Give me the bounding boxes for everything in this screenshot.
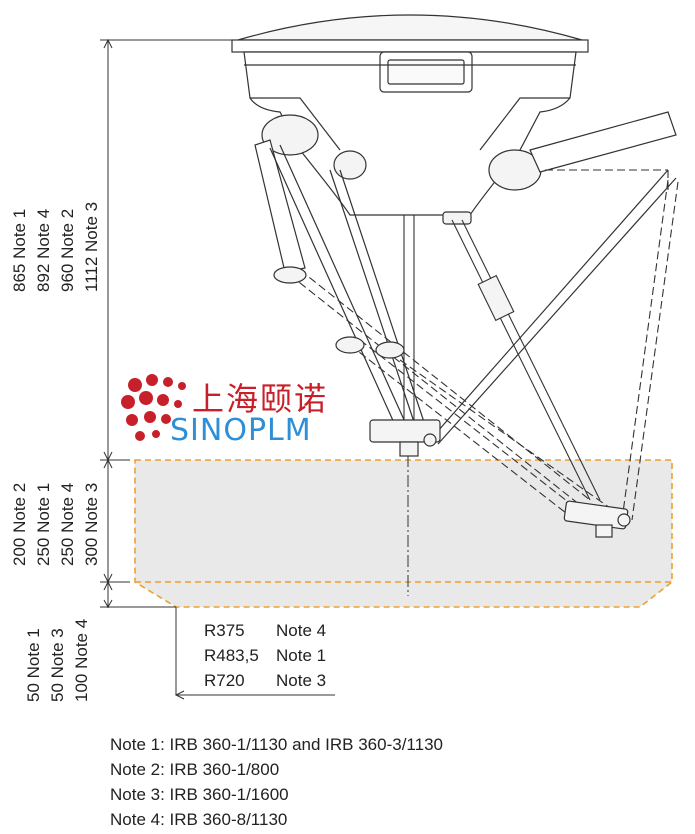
bottom-label: 100 Note 4 <box>72 618 91 702</box>
radius-note: Note 1 <box>276 646 327 665</box>
height-label: 1112 Note 3 <box>82 201 101 292</box>
stroke-label: 250 Note 1 <box>34 482 53 566</box>
height-label: 960 Note 2 <box>58 208 77 292</box>
robot-motors <box>261 114 542 225</box>
note-line: Note 3: IRB 360-1/1600 <box>110 785 289 804</box>
parallel-arms-extended <box>289 169 679 521</box>
parallel-arms-home <box>269 144 677 445</box>
note-line: Note 1: IRB 360-1/1130 and IRB 360-3/113… <box>110 735 443 754</box>
radius-note: Note 4 <box>276 621 327 640</box>
logo-dot-mark <box>121 374 186 441</box>
radius-value: R720 <box>204 671 245 690</box>
stroke-label: 300 Note 3 <box>82 482 101 566</box>
upper-arm-left <box>254 139 306 273</box>
stroke-label: 200 Note 2 <box>10 482 29 566</box>
tool-flanges <box>273 266 631 538</box>
dimension-lines <box>100 38 335 700</box>
logo-latin-text: SINOPLM <box>170 413 312 448</box>
upper-arm-right <box>529 111 677 173</box>
stroke-label: 250 Note 4 <box>58 482 77 566</box>
radius-note: Note 3 <box>276 671 327 690</box>
height-label: 865 Note 1 <box>10 208 29 292</box>
note-line: Note 2: IRB 360-1/800 <box>110 760 280 779</box>
telescopic-shaft <box>403 215 601 501</box>
height-label: 892 Note 4 <box>34 208 53 292</box>
radius-value: R483,5 <box>204 646 259 665</box>
note-line: Note 4: IRB 360-8/1130 <box>110 810 288 829</box>
logo-chinese-text: 上海颐诺 <box>192 380 329 418</box>
radius-value: R375 <box>204 621 245 640</box>
bottom-label: 50 Note 3 <box>48 628 67 702</box>
bottom-label: 50 Note 1 <box>24 628 43 702</box>
